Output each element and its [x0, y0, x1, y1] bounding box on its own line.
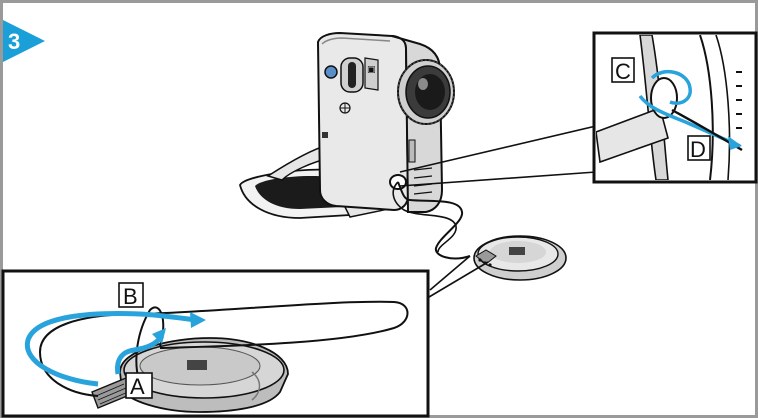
detail-panel-bottom: B A: [3, 271, 428, 416]
callout-d-label: D: [690, 137, 706, 162]
svg-text:▣: ▣: [367, 65, 376, 75]
callout-a-label: A: [130, 374, 145, 399]
callout-c-label: C: [615, 59, 631, 84]
step-number: 3: [8, 29, 20, 54]
lens-cap-small: [474, 236, 566, 280]
detail-panel-top: C D: [594, 33, 756, 182]
lens-icon: [398, 60, 454, 124]
record-button-icon: [325, 66, 337, 78]
callout-b-label: B: [123, 284, 138, 309]
